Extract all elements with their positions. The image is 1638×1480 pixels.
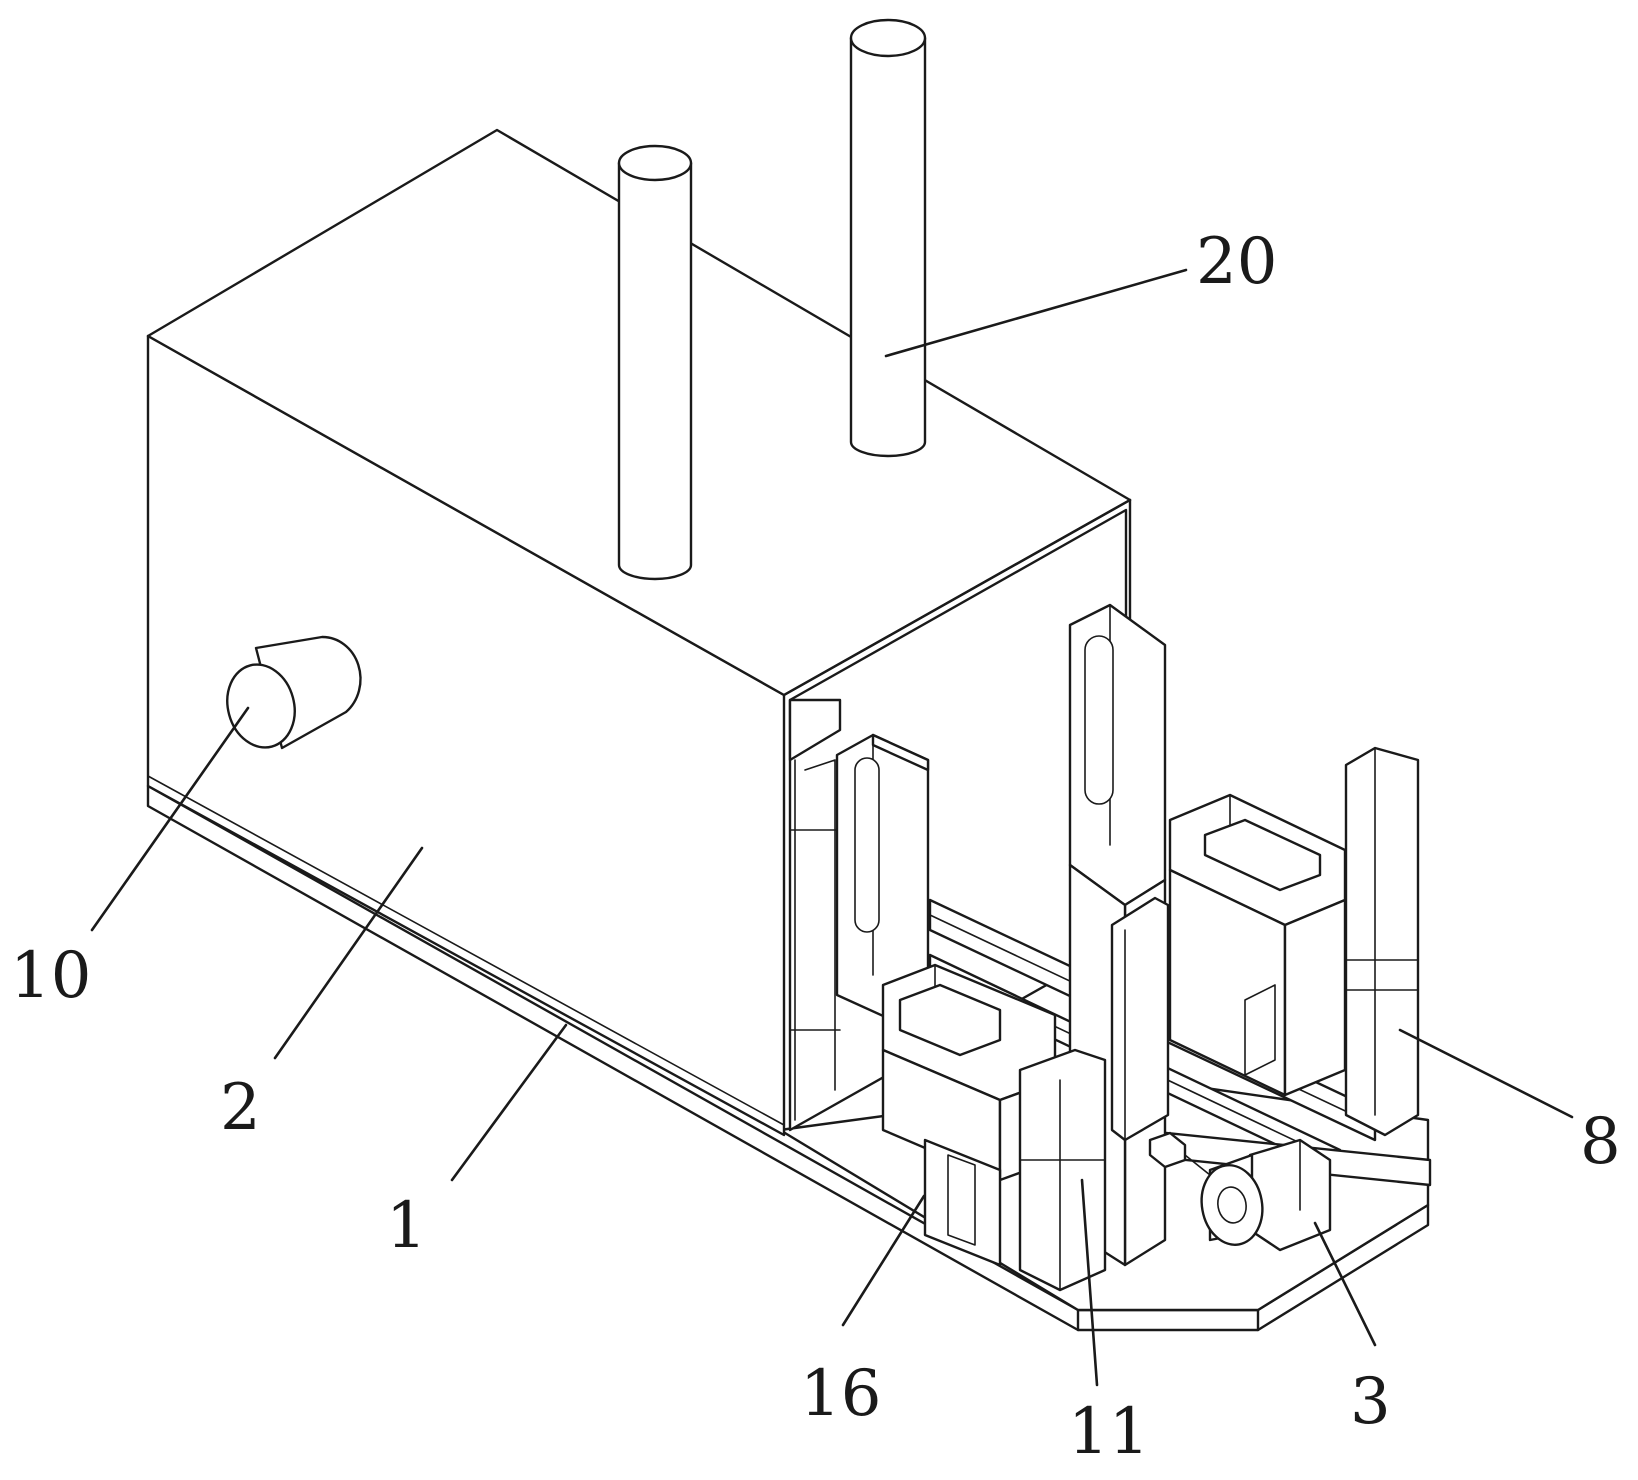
crosshead-assembly [1168, 793, 1347, 1097]
leader-11 [1080, 1178, 1099, 1387]
leader-20 [884, 268, 1188, 358]
leader-1 [450, 1023, 568, 1182]
stepper-motor [1200, 1138, 1332, 1252]
side-cylinder-boss [226, 635, 362, 750]
front-vertical-post [849, 18, 927, 458]
callout-16: 16 [800, 1357, 882, 1431]
leader-8 [1398, 1028, 1574, 1119]
leader-lines [90, 268, 1574, 1387]
front-blade-plate [1110, 896, 1170, 1142]
callout-1: 1 [386, 1189, 427, 1263]
leader-3 [1313, 1221, 1377, 1347]
callout-11: 11 [1068, 1395, 1150, 1469]
callout-20: 20 [1196, 225, 1278, 299]
cable-connector [1148, 1131, 1211, 1176]
callout-8: 8 [1580, 1105, 1621, 1179]
right-gripper-column [1344, 746, 1420, 1137]
callout-10: 10 [10, 939, 92, 1013]
callout-3: 3 [1350, 1365, 1391, 1439]
front-carriage [881, 963, 1107, 1292]
rear-vertical-post [617, 144, 693, 581]
leader-16 [841, 1194, 926, 1327]
callout-2: 2 [220, 1071, 261, 1145]
leader-10 [90, 706, 250, 932]
leader-2 [273, 846, 424, 1060]
